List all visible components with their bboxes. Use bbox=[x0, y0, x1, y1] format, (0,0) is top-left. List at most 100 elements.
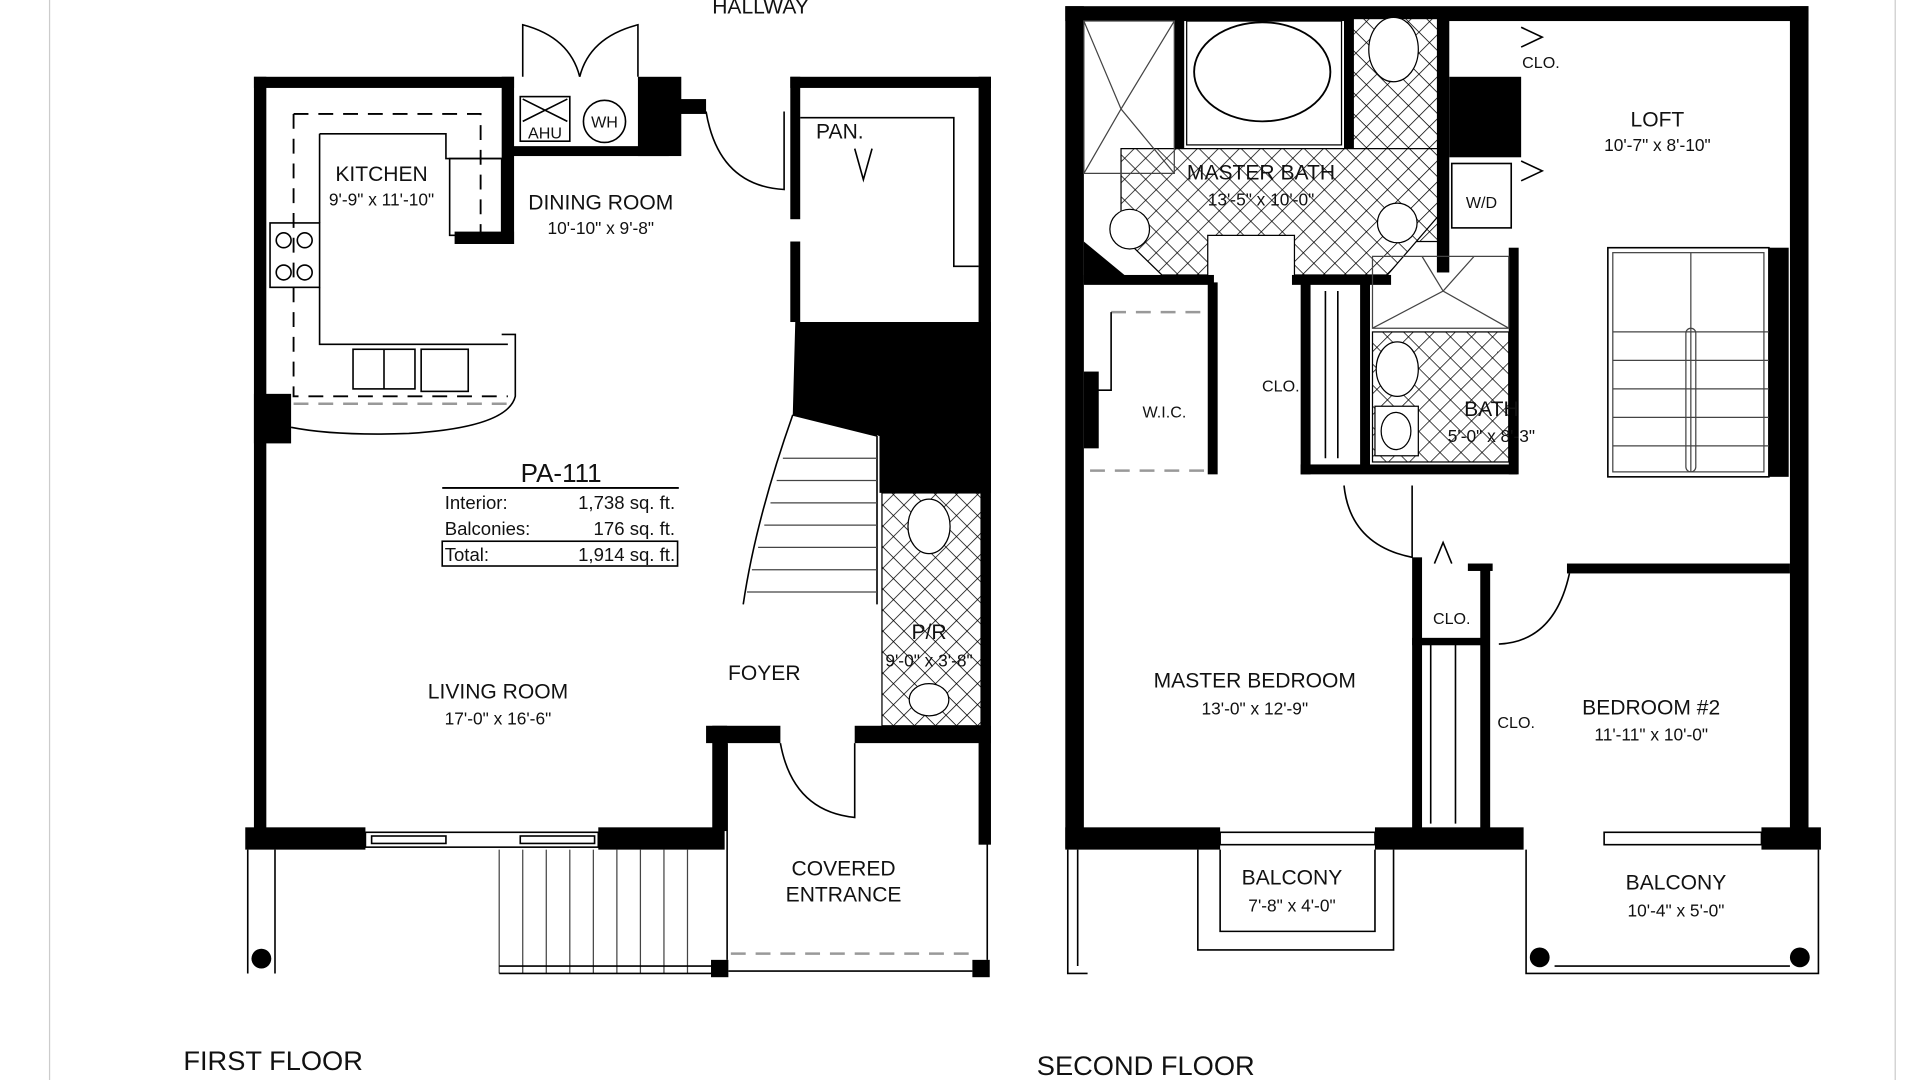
balcony-1-dims: 7'-8" x 4'-0" bbox=[1248, 896, 1335, 916]
wall bbox=[1566, 563, 1790, 574]
wall bbox=[712, 725, 728, 832]
loft-dims: 10'-7" x 8'-10" bbox=[1604, 135, 1711, 155]
loft-label: LOFT bbox=[1630, 108, 1684, 131]
column bbox=[1529, 947, 1550, 968]
first-floor-plan: HALLWAY AHU WH PAN. bbox=[183, 0, 991, 1076]
column bbox=[1789, 947, 1810, 968]
bath-label: BATH bbox=[1464, 398, 1519, 421]
shelf bbox=[1090, 310, 1205, 472]
total-value: 1,914 sq. ft. bbox=[578, 544, 675, 565]
wall bbox=[1174, 18, 1185, 149]
unit-summary: PA-111 Interior: 1,738 sq. ft. Balconies… bbox=[441, 458, 679, 567]
wall bbox=[790, 76, 801, 220]
bedroom-2-door bbox=[1498, 573, 1571, 645]
wall bbox=[1083, 371, 1099, 449]
wall bbox=[1374, 827, 1524, 850]
washer-dryer-label: W/D bbox=[1466, 194, 1497, 212]
wall bbox=[854, 725, 991, 744]
master-bedroom-dims: 13'-0" x 12'-9" bbox=[1202, 699, 1309, 719]
ahu-cross bbox=[522, 98, 568, 123]
closet-double-door bbox=[521, 23, 639, 77]
second-floor-label: SECOND FLOOR bbox=[1037, 1050, 1255, 1080]
ahu-unit bbox=[519, 95, 571, 142]
washer-dryer bbox=[1450, 162, 1513, 229]
balconies-label: Balconies: bbox=[445, 518, 531, 539]
first-floor-label: FIRST FLOOR bbox=[183, 1045, 363, 1076]
wall bbox=[1761, 827, 1821, 850]
entry-door bbox=[705, 111, 785, 191]
wall bbox=[1467, 563, 1493, 571]
balcony-1-outline bbox=[1197, 849, 1395, 951]
wic-label: W.I.C. bbox=[1142, 403, 1186, 421]
balcony-2-dims: 10'-4" x 5'-0" bbox=[1627, 901, 1724, 921]
covered-entrance-label-line2: ENTRANCE bbox=[786, 884, 902, 907]
shower bbox=[1371, 255, 1510, 329]
interior-value: 1,738 sq. ft. bbox=[578, 492, 675, 513]
shower bbox=[1083, 20, 1175, 175]
vanity-sink bbox=[1109, 208, 1151, 250]
balcony-1-label: BALCONY bbox=[1242, 866, 1343, 889]
wall bbox=[1480, 563, 1491, 830]
toilet bbox=[1368, 16, 1419, 83]
sliding-door bbox=[1219, 831, 1376, 846]
water-heater-label: WH bbox=[591, 114, 618, 132]
wall bbox=[1065, 827, 1221, 850]
wall bbox=[790, 241, 801, 323]
wall bbox=[1360, 282, 1371, 469]
wall bbox=[598, 827, 725, 850]
pantry-door bbox=[853, 148, 873, 183]
chase bbox=[1449, 76, 1522, 158]
bath-dims: 5'-0" x 8'-3" bbox=[1448, 426, 1535, 446]
balcony-2-outline bbox=[1525, 849, 1820, 975]
master-bedroom-label: MASTER BEDROOM bbox=[1154, 669, 1356, 692]
toilet bbox=[907, 498, 951, 555]
wall bbox=[637, 76, 682, 157]
wall bbox=[1300, 464, 1518, 475]
sliding-door bbox=[364, 831, 600, 848]
sink bbox=[1380, 411, 1412, 451]
wall bbox=[1065, 6, 1084, 849]
under-stair-storage bbox=[792, 322, 991, 493]
wall bbox=[501, 76, 515, 244]
front-door bbox=[779, 742, 856, 819]
hallway-label: HALLWAY bbox=[712, 0, 809, 19]
wall bbox=[1436, 18, 1450, 273]
balconies-value: 176 sq. ft. bbox=[594, 518, 676, 539]
burner bbox=[275, 232, 292, 249]
column bbox=[972, 959, 990, 978]
cooktop bbox=[269, 222, 321, 289]
porch-steps bbox=[498, 849, 713, 975]
shelf bbox=[1090, 312, 1112, 391]
wall bbox=[253, 76, 515, 88]
wall bbox=[454, 231, 515, 244]
wall bbox=[1291, 274, 1392, 285]
powder-room-label: P/R bbox=[911, 621, 946, 644]
bathtub bbox=[1193, 21, 1332, 123]
upper-cabinet-outline bbox=[292, 113, 508, 398]
master-bedroom-door bbox=[1343, 485, 1413, 559]
column bbox=[251, 948, 272, 969]
wall bbox=[1207, 282, 1218, 475]
bedroom-2-dims: 11'-11" x 10'-0" bbox=[1594, 725, 1708, 745]
closet-label-4: CLO. bbox=[1497, 714, 1535, 732]
toilet bbox=[1375, 341, 1419, 397]
closet-doors bbox=[1520, 26, 1545, 182]
wall bbox=[253, 76, 267, 845]
wall bbox=[1768, 247, 1789, 477]
water-heater bbox=[582, 99, 627, 144]
wall bbox=[1344, 18, 1354, 149]
wall bbox=[1412, 637, 1487, 646]
wall bbox=[507, 146, 669, 157]
kitchen-label: KITCHEN bbox=[335, 163, 427, 186]
unit-name: PA-111 bbox=[521, 458, 602, 488]
burner bbox=[296, 232, 313, 249]
refrigerator bbox=[448, 157, 503, 237]
covered-entrance-label-line1: COVERED bbox=[792, 858, 896, 881]
master-bath-dims: 13'-5" x 10'-0" bbox=[1208, 190, 1315, 210]
sink bbox=[908, 683, 950, 717]
door-panel bbox=[370, 835, 447, 845]
wall bbox=[245, 827, 366, 850]
wall bbox=[1065, 6, 1809, 22]
pantry-label: PAN. bbox=[816, 121, 864, 144]
kitchen-island bbox=[290, 333, 517, 435]
